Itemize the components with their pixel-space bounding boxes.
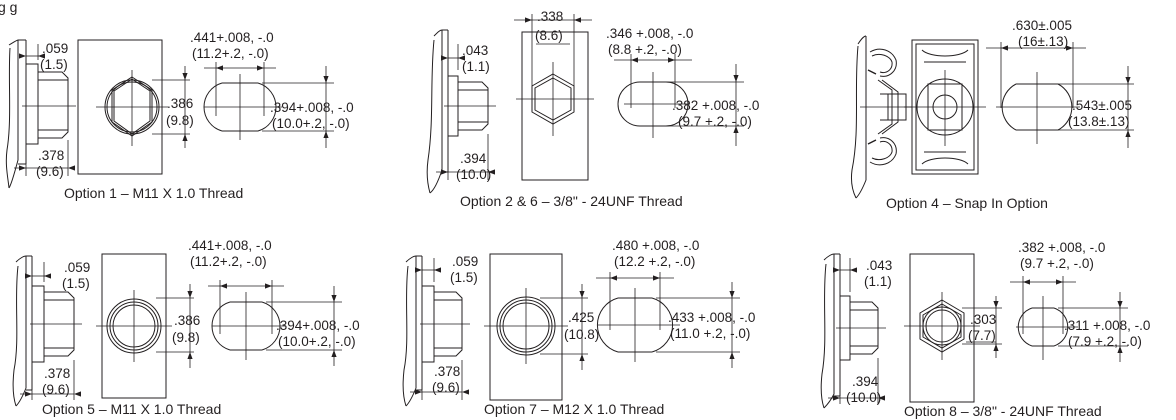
option-1-hole-width-in: .441+.008, -.0 [190,30,274,45]
option-4-hole-flat-mm: (13.8±.13) [1068,114,1129,129]
option-5-front-view [96,253,172,399]
option-4-hole-width-in: .630±.005 [1012,18,1072,33]
option-1-fitting-side [22,63,76,145]
option-2-6-front-view [516,31,594,181]
option-7-flange-dim-in: .059 [452,254,478,269]
option-4-front-view [904,39,986,175]
option-2-6-hole-width-in: .346 +.008, -.0 [606,26,693,41]
option-8-thread-dim-mm: (10.0) [846,390,881,405]
option-5-flange-dim-in: .059 [64,260,90,275]
option-2-6-wall [426,29,449,194]
option-8-front-view [904,253,980,403]
option-4-hole-width-mm: (16±.13) [1018,34,1068,49]
option-5-thread-dim-mm: (9.6) [42,382,70,397]
option-8-hole-flat-mm: (7.9 +.2, -.0) [1068,334,1142,349]
option-7-wall [402,255,423,407]
option-2-6-mounting-hole [617,72,690,138]
option-8-caption: Option 8 – 3/8" - 24UNF Thread [904,403,1102,419]
option-4-snap-clip-side [860,48,912,166]
option-7-hole-flat-in: .433 +.008, -.0 [668,310,755,325]
option-7-mounting-hole [596,288,680,362]
option-2-6-flange-dim-mm: (1.1) [462,59,490,74]
option-8-thread-dim-in: .394 [852,374,879,389]
option-5-thread-dim-in: .378 [44,366,70,381]
option-1-thread-dim-in: .378 [38,148,64,163]
option-1-hole-flat-in: .394+.008, -.0 [270,100,354,115]
option-7-thread-dim-in: .378 [434,364,460,379]
option-5-flat-dim-mm: (9.8) [172,330,200,345]
option-7-flat-dim-in: .425 [568,310,594,325]
option-7-caption: Option 7 – M12 X 1.0 Thread [484,401,664,417]
option-7-flange-dim-mm: (1.5) [450,270,478,285]
option-8-hole-width-in: .382 +.008, -.0 [1018,240,1105,255]
option-1-flange-dim-mm: (1.5) [40,57,68,72]
option-1-front-view [77,39,168,175]
option-7-flat-dim-mm: (10.8) [564,327,599,342]
option-8-flat-dim-in: .303 [970,312,996,327]
option-1-flat-dim-in: .386 [167,96,193,111]
option-7-hole-width-in: .480 +.008, -.0 [612,238,699,253]
option-8-hole-flat-in: .311 +.008, -.0 [1064,318,1150,333]
option-5-caption: Option 5 – M11 X 1.0 Thread [42,401,221,417]
option-4-hole-flat-in: .543±.005 [1072,98,1132,113]
option-5-hole-width-in: .441+.008, -.0 [188,238,272,253]
option-5-drawing: .059 (1.5) .378 (9.6) .386 (9.8) [12,238,360,417]
option-2-6-drawing: .043 (1.1) .394 (10.0) .338 (8.6) [426,9,759,209]
option-1-drawing: .059 (1.5) .378 (9.6) .386 (9.8) [5,30,354,201]
option-5-hole-flat-mm: (10.0+.2, -.0) [278,334,356,349]
option-1-mounting-hole [203,74,282,140]
option-2-6-hole-width-mm: (8.8 +.2, -.0) [608,42,682,57]
option-7-thread-dim-mm: (9.6) [432,380,460,395]
option-1-hole-width-mm: (11.2+.2, -.0) [192,46,269,61]
option-2-6-fitting-side [444,75,496,137]
option-8-fitting-side [836,295,886,361]
option-8-hole-width-mm: (9.7 +.2, -.0) [1020,256,1094,271]
option-8-flange-dim-mm: (1.1) [864,274,892,289]
option-5-hole-flat-in: .394+.008, -.0 [276,318,360,333]
option-2-6-hole-flat-mm: (9.7 +.2, -.0) [678,114,752,129]
option-4-wall [851,35,867,199]
option-4-caption: Option 4 – Snap In Option [886,195,1048,211]
option-7-front-view [484,253,568,401]
option-5-flat-dim-in: .386 [174,313,200,328]
option-2-6-thread-dim-mm: (10.0) [456,167,491,182]
option-7-hole-flat-mm: (11.0 +.2, -.0) [670,326,750,341]
option-4-drawing: .630±.005 (16±.13) .543±.005 (13.8±.13) … [851,18,1134,211]
option-8-flat-dim-mm: (7.7) [968,328,996,343]
option-1-thread-dim-mm: (9.6) [36,164,64,179]
option-2-6-flange-dim-in: .043 [462,43,488,58]
option-5-wall [12,255,33,407]
option-1-flange-dim-in: .059 [42,41,68,56]
option-5-fitting-side [30,285,82,363]
option-2-6-hex-dim-in: .338 [537,9,563,24]
option-5-flange-dim-mm: (1.5) [62,276,90,291]
header-title: g g [0,0,17,15]
option-7-hole-width-mm: (12.2 +.2, -.0) [614,254,695,269]
option-7-fitting-side [420,285,470,363]
option-8-flange-dim-in: .043 [866,258,892,273]
option-1-flat-dim-mm: (9.8) [166,113,194,128]
option-2-6-caption: Option 2 & 6 – 3/8" - 24UNF Thread [460,193,683,209]
option-5-mounting-hole [211,292,286,360]
option-5-hole-width-mm: (11.2+.2, -.0) [190,254,267,269]
option-2-6-hole-flat-in: .382 +.008, -.0 [672,98,759,113]
option-1-caption: Option 1 – M11 X 1.0 Thread [64,185,243,201]
option-2-6-thread-dim-in: .394 [460,151,487,166]
option-8-drawing: .043 (1.1) .394 (10.0) .303 (7.7) [820,240,1150,419]
option-1-hole-flat-mm: (10.0+.2, -.0) [272,116,350,131]
option-4-mounting-hole [996,72,1080,144]
option-1-wall [5,39,27,189]
option-7-drawing: .059 (1.5) .378 (9.6) .425 (10.8) [402,238,755,417]
option-2-6-hex-dim-mm: (8.6) [535,28,563,43]
option-8-wall [820,253,841,409]
option-8-mounting-hole [1016,296,1078,360]
